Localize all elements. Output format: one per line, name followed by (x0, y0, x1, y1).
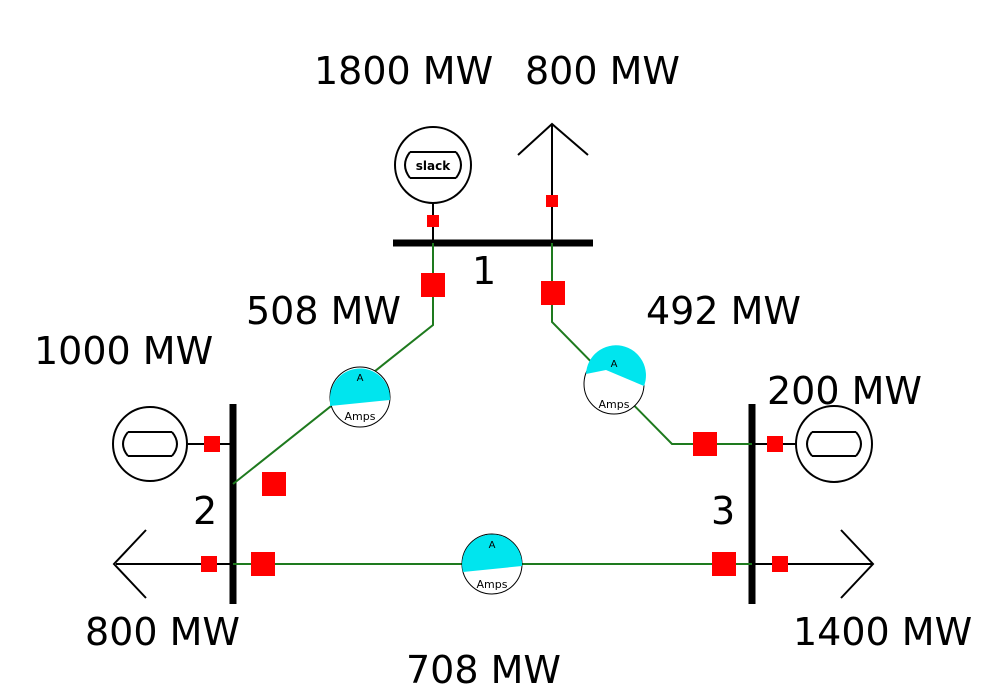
gen-bus3-symbol (806, 431, 862, 457)
load-bus2-breaker[interactable] (201, 556, 217, 572)
load-bus3-value: 1400 MW (793, 610, 972, 654)
ammeter-fill (462, 534, 523, 572)
line-1-3[interactable]: A Amps (541, 243, 752, 456)
line-1-3-breaker-bus3[interactable] (693, 432, 717, 456)
ammeter-label-bottom: Amps (345, 410, 376, 423)
line-2-3[interactable]: A Amps (233, 533, 752, 595)
slack-gen-symbol (404, 151, 462, 179)
line-1-2-flow: 508 MW (246, 289, 401, 333)
ammeter-label-bottom: Amps (477, 578, 508, 591)
ammeter-label-top: A (357, 373, 364, 384)
load-bus3-breaker[interactable] (772, 556, 788, 572)
gen-bus2-output: 1000 MW (34, 329, 213, 373)
ammeter-fill (586, 345, 646, 386)
line-1-2[interactable]: A Amps (232, 243, 445, 496)
line-1-3-breaker-bus1[interactable] (541, 281, 565, 305)
generator-bus2[interactable] (112, 406, 233, 482)
generator-bus3[interactable] (752, 405, 873, 483)
bus-3-number: 3 (711, 489, 735, 533)
gen-bus2-symbol (122, 431, 178, 457)
gen-bus3-output: 200 MW (767, 369, 922, 413)
slack-label: slack (416, 159, 451, 173)
line-1-2-breaker-bus1[interactable] (421, 273, 445, 297)
gen-bus3-breaker[interactable] (767, 436, 783, 452)
ammeter-label-bottom: Amps (599, 398, 630, 411)
load-arrow-icon (840, 529, 875, 599)
slack-gen-breaker[interactable] (427, 215, 439, 227)
generator-icon (795, 405, 873, 483)
ammeter-label-top: A (489, 540, 496, 551)
line-2-3-flow: 708 MW (406, 648, 561, 692)
line-1-3-flow: 492 MW (646, 289, 801, 333)
load-bus2[interactable] (112, 529, 233, 599)
ammeter-line-1-3[interactable]: A Amps (583, 345, 646, 415)
load-bus1-value: 800 MW (525, 49, 680, 93)
load-bus1-breaker[interactable] (546, 195, 558, 207)
bus-1-number: 1 (472, 249, 496, 293)
gen-bus1-output: 1800 MW (314, 49, 493, 93)
ammeter-fill (330, 368, 391, 406)
ammeter-label-top: A (611, 359, 618, 370)
line-2-3-breaker-bus3[interactable] (712, 552, 736, 576)
ammeter-line-1-2[interactable]: A Amps (329, 366, 391, 428)
load-arrow-icon (517, 122, 589, 156)
line-2-3-breaker-bus2[interactable] (251, 552, 275, 576)
load-arrow-icon (112, 529, 147, 599)
load-bus1[interactable] (517, 122, 589, 243)
line-1-2-breaker-bus2[interactable] (262, 472, 286, 496)
slack-generator-icon (394, 126, 472, 204)
load-bus3[interactable] (752, 529, 875, 599)
bus-2-number: 2 (193, 489, 217, 533)
gen-bus2-breaker[interactable] (204, 436, 220, 452)
ammeter-line-2-3[interactable]: A Amps (461, 533, 523, 595)
load-bus2-value: 800 MW (85, 610, 240, 654)
slack-generator[interactable]: slack (394, 126, 472, 243)
generator-icon (112, 406, 188, 482)
